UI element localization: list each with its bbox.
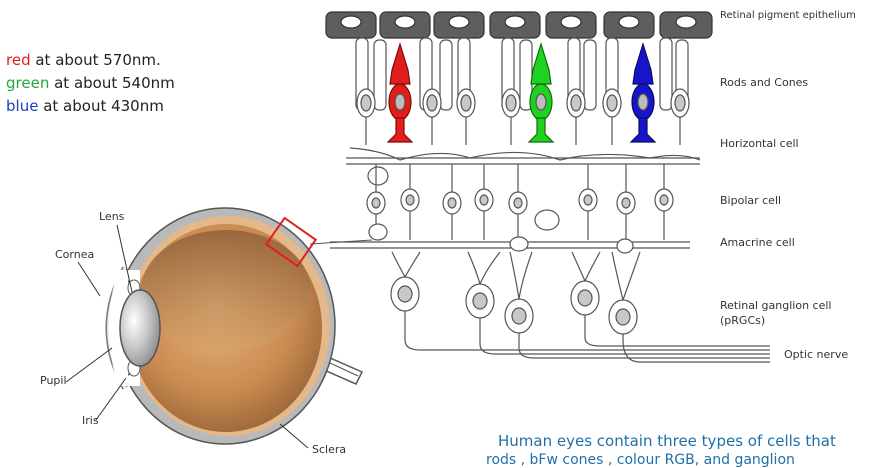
label-iris: Iris: [82, 414, 99, 427]
amacrine-cells: [330, 210, 690, 253]
label-rods-cones: Rods and Cones: [720, 76, 808, 89]
label-cornea: Cornea: [55, 248, 94, 261]
green-cone-nucleus: [536, 94, 546, 110]
label-optic-nerve: Optic nerve: [784, 348, 848, 361]
label-sclera: Sclera: [312, 443, 346, 456]
label-amacrine-cell: Amacrine cell: [720, 236, 795, 249]
label-horizontal-cell: Horizontal cell: [720, 137, 799, 150]
horizontal-cells: [346, 148, 700, 185]
red-cone-nucleus: [395, 94, 405, 110]
label-ganglion-cell: Retinal ganglion cell: [720, 299, 831, 312]
label-lens: Lens: [99, 210, 124, 223]
label-pupil: Pupil: [40, 374, 67, 387]
eye-cross-section: [66, 208, 372, 448]
label-prgcs: (pRGCs): [720, 314, 765, 327]
retina-section: [326, 12, 770, 362]
caption-line-2: rods , bFw cones , colour RGB, and gangl…: [486, 452, 795, 468]
label-bipolar-cell: Bipolar cell: [720, 194, 781, 207]
blue-cone: [631, 44, 655, 142]
red-cone: [388, 44, 412, 142]
caption-line-1: Human eyes contain three types of cells …: [498, 432, 836, 450]
blue-cone-nucleus: [638, 94, 648, 110]
label-pigment-epithelium: Retinal pigment epithelium: [720, 10, 856, 21]
ganglion-cells: [391, 277, 637, 334]
